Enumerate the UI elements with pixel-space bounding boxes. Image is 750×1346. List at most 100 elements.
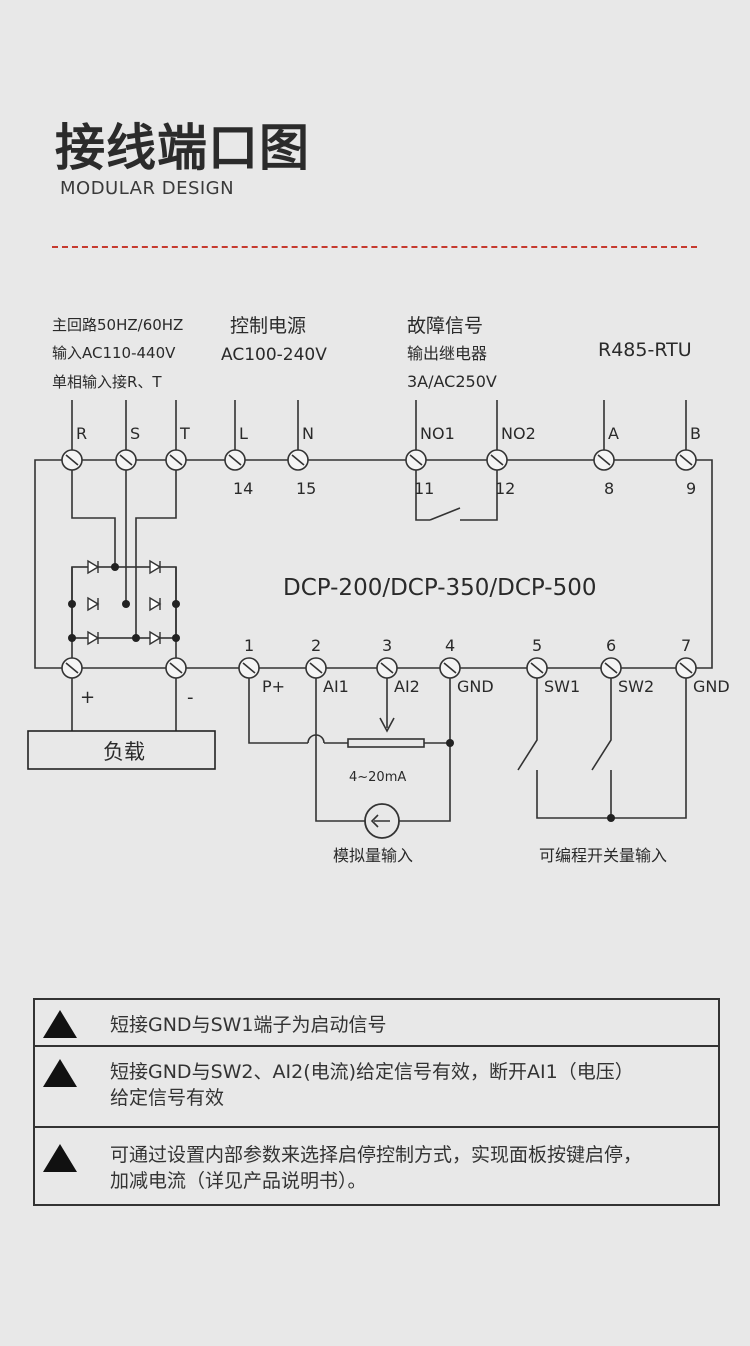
bottom-terminal-label: SW1 xyxy=(544,677,580,696)
bottom-terminal xyxy=(600,657,622,679)
wire-r-to-bridge xyxy=(71,470,116,567)
top-terminal-number: 9 xyxy=(686,479,696,498)
bridge-output-wires xyxy=(71,567,177,658)
analog-input-label: 模拟量输入 xyxy=(333,846,413,865)
note-row: 可通过设置内部参数来选择启停控制方式，实现面板按键启停， 加减电流（详见产品说明… xyxy=(35,1128,718,1204)
load-plus-sign: + xyxy=(80,687,95,708)
terminal-slot xyxy=(679,454,693,466)
note-text: 短接GND与SW1端子为启动信号 xyxy=(110,1014,387,1036)
warning-triangle-icon xyxy=(43,1059,77,1087)
diode-icon xyxy=(87,630,100,646)
frame-right-wire xyxy=(686,459,713,669)
terminal-slot xyxy=(291,454,305,466)
bottom-terminal-label: GND xyxy=(457,677,494,696)
top-terminal xyxy=(61,449,83,471)
load-box xyxy=(27,730,216,770)
fault-signal-title: 故障信号 xyxy=(407,315,483,337)
warning-triangle-icon xyxy=(43,1144,77,1172)
top-terminal-number: 14 xyxy=(233,479,253,498)
top-terminal-label: L xyxy=(239,424,248,443)
wire-p-plus xyxy=(248,678,308,744)
bottom-terminal xyxy=(305,657,327,679)
top-terminal-label: B xyxy=(690,424,701,443)
top-terminal-label: A xyxy=(608,424,619,443)
top-terminal-label: N xyxy=(302,424,314,443)
top-terminal xyxy=(405,449,427,471)
bottom-terminal-label: GND xyxy=(693,677,730,696)
terminal-slot xyxy=(530,662,544,674)
bottom-terminal-number: 5 xyxy=(532,636,542,655)
potentiometer xyxy=(347,738,425,748)
switch-sw1-circuit xyxy=(517,678,687,819)
current-direction-arrow xyxy=(370,814,390,828)
top-terminal xyxy=(287,449,309,471)
wire-analog-loop xyxy=(315,678,451,822)
warning-triangle-icon xyxy=(43,1010,77,1038)
diode-icon xyxy=(87,596,100,612)
switch-sw2-circuit xyxy=(591,678,612,818)
bottom-terminal-number: 6 xyxy=(606,636,616,655)
fault-signal-rating: 3A/AC250V xyxy=(407,372,497,391)
dc-output-terminal-minus xyxy=(165,657,187,679)
page-subtitle: MODULAR DESIGN xyxy=(60,178,235,199)
bottom-terminal xyxy=(439,657,461,679)
terminal-slot xyxy=(490,454,504,466)
terminal-slot xyxy=(443,662,457,674)
top-terminal-number: 8 xyxy=(604,479,614,498)
load-minus-sign: - xyxy=(187,687,194,708)
terminal-slot xyxy=(409,454,423,466)
junction-dot xyxy=(68,600,76,608)
note-row: 短接GND与SW2、AI2(电流)给定信号有效，断开AI1（电压） 给定信号有效 xyxy=(35,1047,718,1128)
terminal-slot xyxy=(597,454,611,466)
junction-dot xyxy=(172,600,180,608)
page-title: 接线端口图 xyxy=(55,119,310,177)
note-row: 短接GND与SW1端子为启动信号 xyxy=(35,1000,718,1047)
top-terminal-label: NO1 xyxy=(420,424,455,443)
diode-icon xyxy=(149,630,162,646)
junction-dot xyxy=(68,634,76,642)
bottom-terminal-number: 2 xyxy=(311,636,321,655)
note-text: 短接GND与SW2、AI2(电流)给定信号有效，断开AI1（电压） 给定信号有效 xyxy=(110,1061,634,1109)
terminal-slot xyxy=(228,454,242,466)
analog-range-label: 4~20mA xyxy=(349,770,406,785)
fault-relay-contact xyxy=(415,470,498,521)
terminal-slot xyxy=(604,662,618,674)
terminal-slot xyxy=(65,662,79,674)
bottom-terminal xyxy=(675,657,697,679)
control-power-voltage: AC100-240V xyxy=(221,345,327,365)
top-terminal-label: T xyxy=(179,424,190,443)
switch-input-label: 可编程开关量输入 xyxy=(539,846,667,865)
junction-dot xyxy=(607,814,615,822)
top-terminal-label: R xyxy=(76,424,87,443)
load-wires xyxy=(71,678,177,731)
top-terminal-number: 15 xyxy=(296,479,316,498)
junction-dot xyxy=(172,634,180,642)
bottom-terminal-number: 4 xyxy=(445,636,455,655)
terminal-slot xyxy=(169,454,183,466)
junction-dot xyxy=(132,634,140,642)
top-terminal xyxy=(115,449,137,471)
bottom-terminal xyxy=(238,657,260,679)
junction-dot xyxy=(111,563,119,571)
comm-protocol-label: R485-RTU xyxy=(598,339,692,361)
diode-icon xyxy=(87,559,100,575)
bottom-terminal-label: AI2 xyxy=(394,677,420,696)
top-terminal-number: 11 xyxy=(414,479,434,498)
top-terminal xyxy=(675,449,697,471)
top-terminal-number: 12 xyxy=(495,479,515,498)
model-name: DCP-200/DCP-350/DCP-500 xyxy=(283,575,597,601)
control-power-title: 控制电源 xyxy=(230,315,306,337)
load-label: 负载 xyxy=(103,740,145,764)
bottom-terminal-label: P+ xyxy=(262,677,285,696)
bottom-terminal-label: AI1 xyxy=(323,677,349,696)
frame-left-wire xyxy=(34,459,72,669)
wire-t-to-bridge xyxy=(135,470,177,638)
junction-dot xyxy=(122,600,130,608)
bottom-terminal-number: 7 xyxy=(681,636,691,655)
terminal-slot xyxy=(65,454,79,466)
terminal-slot xyxy=(679,662,693,674)
top-terminal-label: NO2 xyxy=(501,424,536,443)
junction-dot xyxy=(446,739,454,747)
top-terminal xyxy=(486,449,508,471)
top-terminal-leads xyxy=(71,400,687,450)
